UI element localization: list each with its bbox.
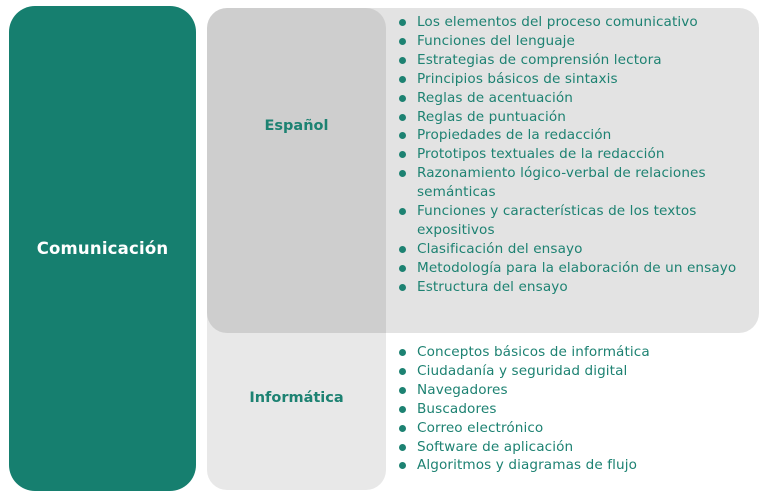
- bullet-icon: [399, 37, 406, 45]
- topic-item: Buscadores: [398, 400, 748, 419]
- topic-item: Propiedades de la redacción: [398, 126, 748, 145]
- topic-item: Reglas de acentuación: [398, 89, 748, 108]
- bullet-icon: [399, 19, 406, 26]
- bullet-icon: [399, 386, 406, 394]
- informatica-topic-list: Conceptos básicos de informática Ciudada…: [398, 343, 748, 475]
- bullet-icon: [399, 56, 406, 64]
- bullet-icon: [399, 462, 406, 470]
- bullet-icon: [399, 349, 406, 356]
- topic-item: Funciones del lenguaje: [398, 32, 748, 51]
- bullet-icon: [399, 424, 406, 432]
- topic-item: Navegadores: [398, 381, 748, 400]
- topic-item: Software de aplicación: [398, 438, 748, 457]
- bullet-icon: [399, 75, 406, 83]
- topic-item: Estrategias de comprensión lectora: [398, 51, 748, 70]
- topic-item: Principios básicos de sintaxis: [398, 70, 748, 89]
- bullet-icon: [399, 132, 406, 140]
- bullet-icon: [399, 245, 406, 253]
- topic-item: Estructura del ensayo: [398, 278, 748, 297]
- topic-item: Reglas de puntuación: [398, 108, 748, 127]
- bullet-icon: [399, 94, 406, 102]
- bullet-icon: [399, 283, 406, 291]
- bullet-icon: [399, 151, 406, 159]
- topic-item: Ciudadanía y seguridad digital: [398, 362, 748, 381]
- topic-item: Correo electrónico: [398, 419, 748, 438]
- subcategory-label-espanol: Español: [264, 118, 329, 134]
- bullet-icon: [399, 208, 406, 216]
- topic-item: Los elementos del proceso comunicativo: [398, 13, 748, 32]
- bullet-icon: [399, 264, 406, 272]
- bullet-icon: [399, 170, 406, 178]
- bullet-icon: [399, 113, 406, 121]
- espanol-topic-list: Los elementos del proceso comunicativo F…: [398, 13, 748, 297]
- topic-item: Conceptos básicos de informática: [398, 343, 748, 362]
- bullet-icon: [399, 443, 406, 451]
- subcategory-column: [207, 8, 386, 490]
- espanol-topics-panel: [386, 8, 759, 333]
- topic-item: Metodología para la elaboración de un en…: [398, 259, 748, 278]
- bullet-icon: [399, 367, 406, 375]
- topic-item: Prototipos textuales de la redacción: [398, 145, 748, 164]
- espanol-row-box: [207, 8, 386, 333]
- topic-item: Algoritmos y diagramas de flujo: [398, 456, 748, 475]
- bullet-icon: [399, 405, 406, 413]
- subcategory-label-informatica: Informática: [249, 390, 344, 406]
- main-category-box: Comunicación: [9, 6, 196, 491]
- topic-item: Funciones y características de los texto…: [398, 202, 748, 240]
- topic-item: Clasificación del ensayo: [398, 240, 748, 259]
- main-category-label: Comunicación: [36, 239, 169, 258]
- topic-item: Razonamiento lógico-verbal de relaciones…: [398, 164, 748, 202]
